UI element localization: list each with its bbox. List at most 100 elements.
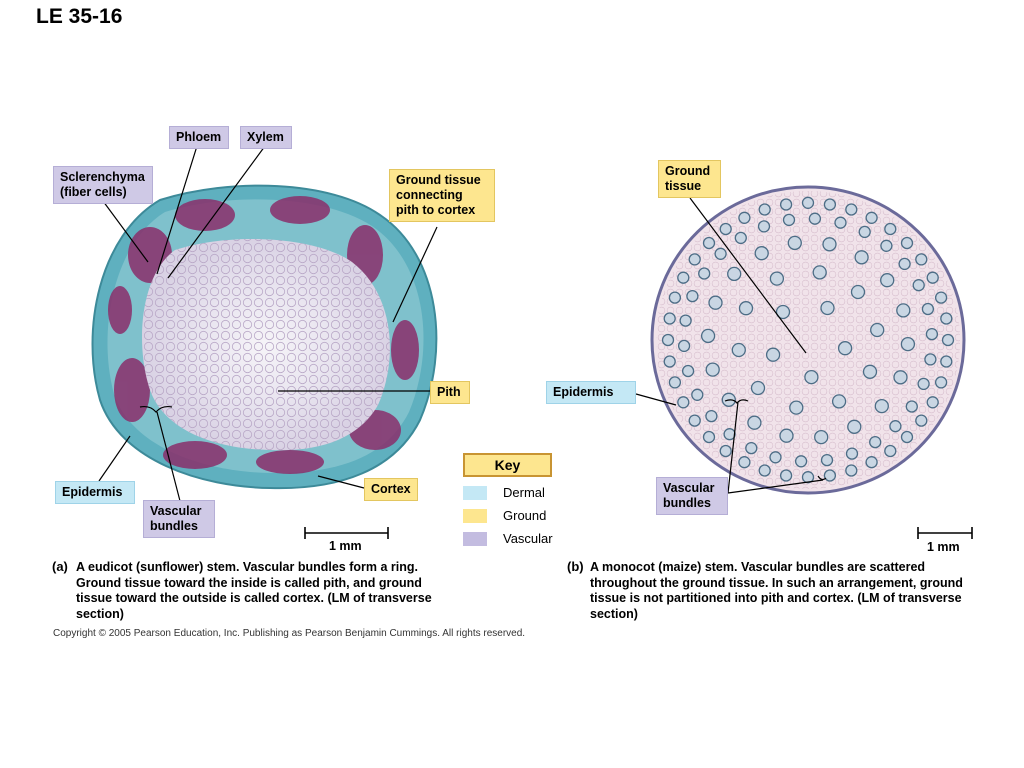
monocot-vascular-bundle	[738, 301, 754, 316]
monocot-vascular-bundle	[757, 220, 771, 233]
monocot-vascular-bundle	[880, 239, 893, 252]
monocot-vascular-bundle	[896, 303, 911, 318]
monocot-vascular-bundle	[940, 312, 953, 325]
monocot-vascular-bundle	[808, 212, 822, 225]
monocot-vascular-bundle	[734, 231, 747, 245]
monocot-vascular-bundle	[779, 469, 793, 482]
monocot-vascular-bundle	[663, 355, 676, 368]
label-epidermis-eudicot: Epidermis	[55, 481, 135, 504]
scale-label-monocot: 1 mm	[927, 540, 960, 554]
monocot-vascular-bundle	[921, 302, 935, 316]
monocot-vascular-bundle	[765, 347, 781, 362]
monocot-vascular-bundle	[854, 250, 869, 265]
monocot-vascular-bundle	[915, 414, 928, 427]
monocot-vascular-bundle	[865, 456, 878, 469]
monocot-vascular-bundle	[754, 246, 769, 261]
monocot-vascular-bundle	[823, 198, 837, 211]
monocot-vascular-bundle	[823, 469, 837, 482]
monocot-vascular-bundle	[893, 370, 908, 385]
monocot-vascular-bundle	[668, 291, 682, 304]
monocot-vascular-bundle	[847, 419, 862, 434]
monocot-vascular-bundle	[837, 341, 853, 356]
monocot-vascular-bundle	[794, 455, 808, 468]
monocot-scattered-bundles	[661, 196, 955, 484]
monocot-vascular-bundle	[915, 253, 928, 266]
eudicot-vascular-bundle-ring	[108, 196, 419, 474]
label-ground-tissue-monocot: Ground tissue	[658, 160, 721, 198]
monocot-vascular-bundle	[681, 364, 695, 378]
monocot-vascular-bundle	[782, 213, 796, 227]
monocot-vascular-bundle	[750, 380, 766, 396]
figure-title: LE 35-16	[36, 5, 123, 28]
monocot-vascular-bundle	[758, 464, 771, 477]
monocot-vascular-bundle	[834, 216, 847, 229]
label-vascular-bundles-eudicot: Vascular bundles	[143, 500, 215, 538]
key-swatch-ground	[463, 509, 487, 523]
monocot-vascular-bundle	[700, 328, 716, 344]
eudicot-stem	[91, 184, 438, 490]
caption-tag-a: (a)	[52, 559, 68, 574]
monocot-vascular-bundle	[677, 339, 691, 353]
monocot-vascular-bundle	[934, 291, 948, 304]
monocot-vascular-bundle	[745, 441, 758, 455]
monocot-vascular-bundle	[714, 247, 727, 260]
monocot-vascular-bundle	[747, 415, 762, 430]
monocot-vascular-bundle	[874, 398, 889, 414]
monocot-vascular-bundle	[845, 464, 858, 477]
monocot-vascular-bundle	[845, 447, 859, 460]
monocot-vascular-bundle	[865, 211, 878, 224]
monocot-vascular-bundle	[850, 284, 866, 300]
monocot-vascular-bundle	[663, 312, 676, 325]
label-vascular-bundles-monocot: Vascular bundles	[656, 477, 728, 515]
monocot-vascular-bundle	[925, 327, 939, 341]
monocot-vascular-bundle	[858, 225, 871, 239]
label-ground-tissue-connecting: Ground tissue connecting pith to cortex	[389, 169, 495, 222]
monocot-vascular-bundle	[679, 314, 692, 327]
label-epidermis-monocot: Epidermis	[546, 381, 636, 404]
monocot-vascular-bundle	[705, 409, 718, 423]
monocot-vascular-bundle	[912, 279, 925, 292]
monocot-vascular-bundle	[862, 364, 878, 379]
monocot-vascular-bundle	[688, 414, 701, 427]
monocot-vascular-bundle	[719, 222, 732, 236]
monocot-vascular-bundle	[934, 376, 948, 389]
monocot-vascular-bundle	[814, 429, 829, 445]
monocot-vascular-bundle	[705, 362, 720, 377]
key-title: Key	[463, 453, 552, 477]
scale-label-eudicot: 1 mm	[329, 539, 362, 553]
monocot-vascular-bundle	[924, 353, 937, 366]
monocot-vascular-bundle	[812, 265, 827, 280]
monocot-vascular-bundle	[898, 257, 911, 271]
monocot-vascular-bundle	[940, 355, 953, 368]
monocot-vascular-bundle	[738, 456, 751, 469]
key-label-vascular: Vascular	[503, 531, 553, 546]
monocot-vascular-bundle	[775, 304, 791, 320]
monocot-vascular-bundle	[889, 420, 902, 433]
monocot-vascular-bundle	[727, 266, 742, 282]
monocot-vascular-bundle	[917, 377, 930, 391]
monocot-vascular-bundle	[884, 444, 897, 458]
key-label-dermal: Dermal	[503, 485, 545, 500]
monocot-vascular-bundle	[900, 236, 914, 250]
monocot-vascular-bundle	[698, 267, 711, 280]
monocot-vascular-bundle	[769, 451, 782, 464]
monocot-vascular-bundle	[820, 453, 834, 467]
monocot-vascular-bundle	[941, 333, 955, 347]
monocot-vascular-bundle	[900, 430, 914, 444]
label-xylem: Xylem	[240, 126, 292, 149]
monocot-vascular-bundle	[869, 435, 882, 449]
monocot-vascular-bundle	[845, 203, 858, 216]
monocot-vascular-bundle	[661, 333, 675, 347]
monocot-vascular-bundle	[822, 237, 837, 252]
monocot-vascular-bundle	[801, 471, 815, 484]
scale-bars	[304, 527, 973, 539]
monocot-vascular-bundle	[870, 322, 885, 338]
monocot-vascular-bundle	[820, 300, 835, 316]
monocot-vascular-bundle	[779, 198, 793, 211]
monocot-vascular-bundle	[731, 342, 746, 358]
caption-monocot: A monocot (maize) stem. Vascular bundles…	[590, 560, 963, 621]
monocot-vascular-bundle	[789, 400, 804, 415]
monocot-vascular-bundle	[677, 396, 690, 409]
monocot-vascular-bundle	[769, 271, 785, 286]
